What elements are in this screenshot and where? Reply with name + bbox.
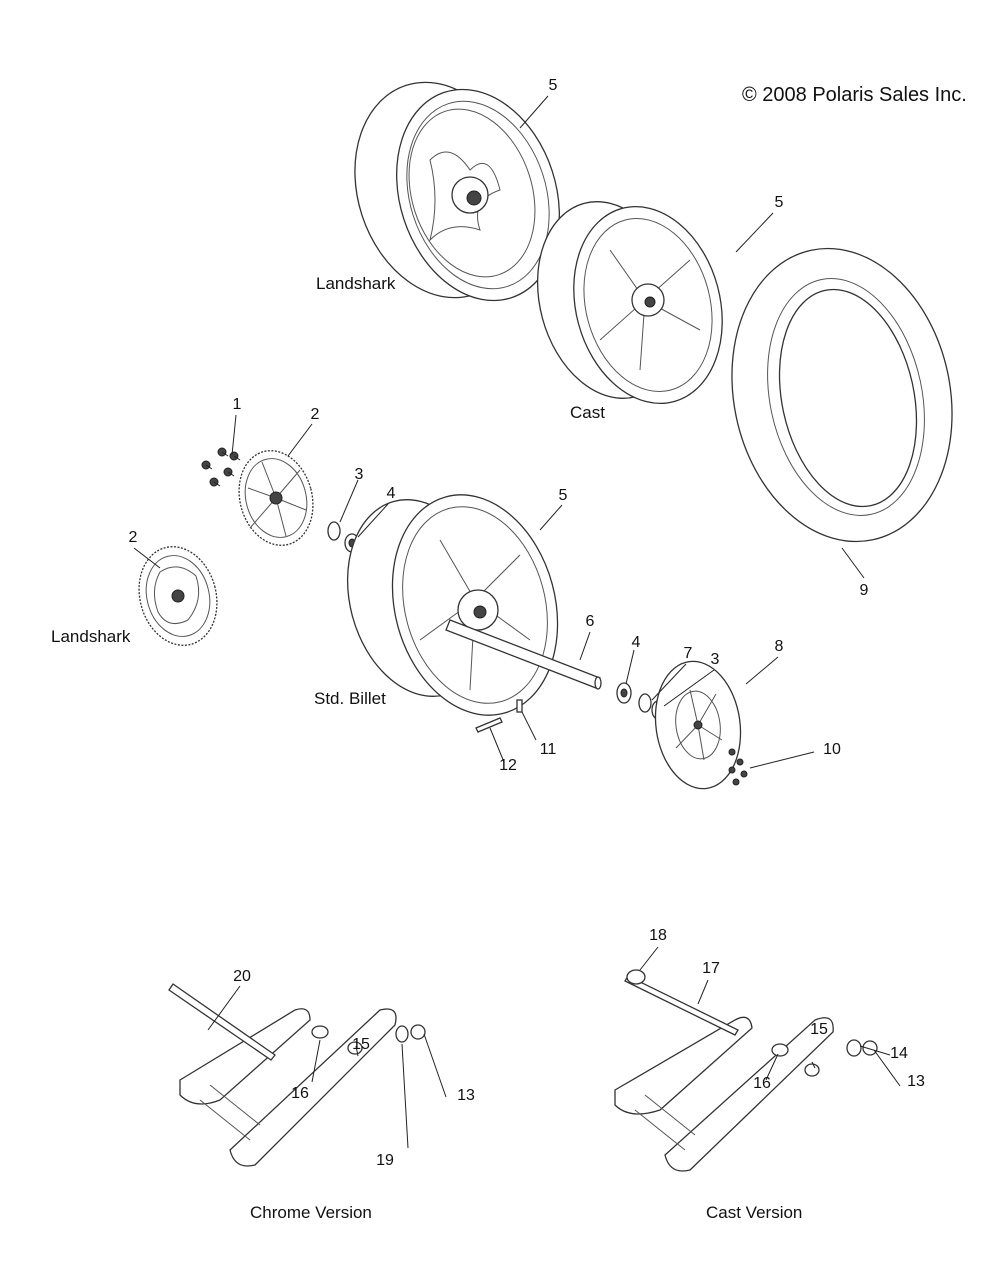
callout-19: 19 — [376, 1152, 394, 1169]
label-std-billet: Std. Billet — [314, 689, 386, 708]
callout-13: 13 — [907, 1073, 925, 1090]
callout-5: 5 — [774, 194, 784, 211]
copyright-notice: © 2008 Polaris Sales Inc. — [742, 84, 967, 106]
landshark-wheel-drawing — [354, 81, 560, 302]
label-landshark-wheel: Landshark — [316, 274, 396, 293]
callout-18: 18 — [649, 927, 667, 944]
callout-14: 14 — [890, 1045, 908, 1062]
callout-9: 9 — [859, 582, 869, 599]
brake-disc-drawing — [654, 660, 742, 790]
disc-bolts-drawing — [728, 748, 748, 786]
callout-2: 2 — [128, 529, 138, 546]
valve-stem-drawing — [516, 699, 523, 713]
label-landshark-sprocket: Landshark — [51, 627, 131, 646]
billet-wheel-drawing — [346, 494, 559, 716]
callout-15: 15 — [810, 1021, 828, 1038]
callout-5: 5 — [558, 487, 568, 504]
callout-20: 20 — [233, 968, 251, 985]
axle-drawing — [445, 619, 602, 690]
balance-weight-drawing — [475, 717, 503, 733]
sprocket-lower-drawing — [138, 546, 218, 646]
label-chrome-version: Chrome Version — [250, 1203, 372, 1222]
callout-17: 17 — [702, 960, 720, 977]
callout-11: 11 — [539, 741, 557, 758]
tire-drawing — [731, 247, 953, 543]
callout-4: 4 — [631, 634, 641, 651]
callout-3: 3 — [710, 651, 720, 668]
callout-3: 3 — [354, 466, 364, 483]
callout-16: 16 — [291, 1085, 309, 1102]
callout-15: 15 — [352, 1036, 370, 1053]
bolts-drawing — [201, 447, 241, 487]
label-cast-wheel: Cast — [570, 403, 605, 422]
callout-13: 13 — [457, 1087, 475, 1104]
callout-1: 1 — [232, 396, 242, 413]
chrome-swingarm-drawing — [168, 983, 426, 1167]
callout-6: 6 — [585, 613, 595, 630]
callout-16: 16 — [753, 1075, 771, 1092]
cast-swingarm-drawing — [614, 969, 878, 1172]
callout-4: 4 — [386, 485, 396, 502]
callout-7: 7 — [683, 645, 693, 662]
callout-10: 10 — [823, 741, 841, 758]
callout-12: 12 — [499, 757, 517, 774]
callout-5: 5 — [548, 77, 558, 94]
cast-wheel-drawing — [536, 201, 723, 405]
callout-2: 2 — [310, 406, 320, 423]
label-cast-version: Cast Version — [706, 1203, 803, 1222]
leader-lines — [133, 95, 901, 1149]
sprocket-upper-drawing — [238, 450, 314, 546]
callout-8: 8 — [774, 638, 784, 655]
